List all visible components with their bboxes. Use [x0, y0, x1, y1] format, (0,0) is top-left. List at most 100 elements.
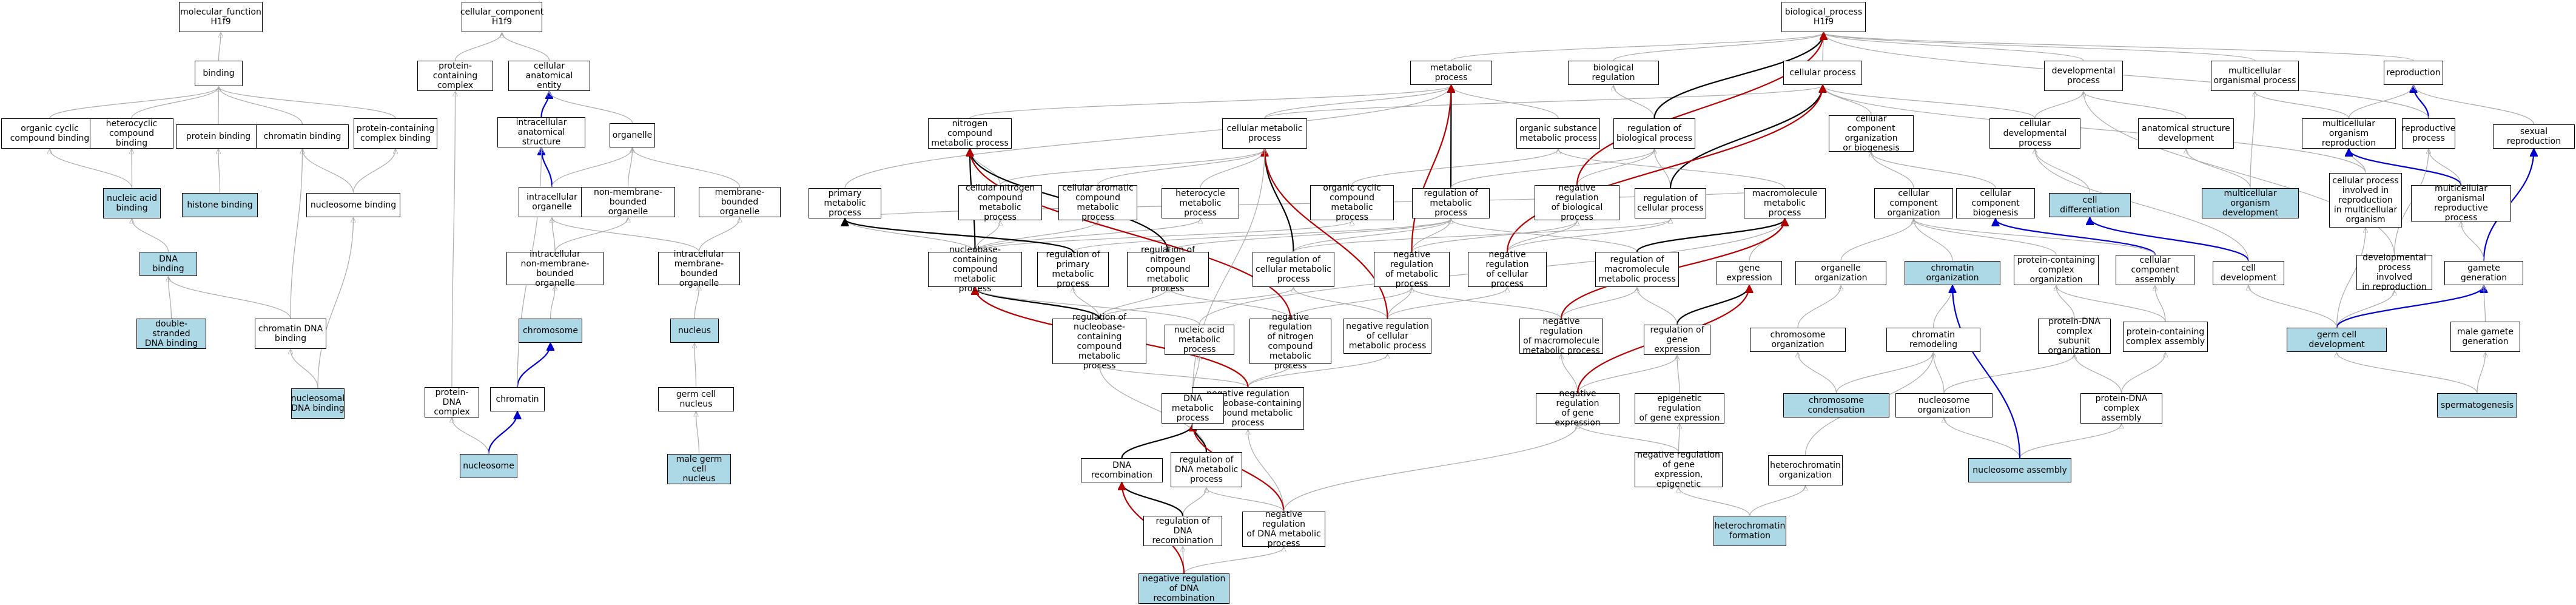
go-term-node-prot-bind[interactable]: protein binding: [176, 124, 261, 149]
go-term-node-chrom-cond[interactable]: chromosome condensation: [1783, 393, 1889, 417]
go-term-node-mc-org-repro[interactable]: multicellular organism reproduction: [2302, 118, 2396, 149]
go-term-node-reg-dna-met[interactable]: regulation of DNA metabolic process: [1171, 452, 1242, 487]
go-term-node-male-germ-nucleus[interactable]: male germ cell nucleus: [667, 454, 731, 484]
go-term-node-organelle[interactable]: organelle: [610, 123, 655, 147]
go-term-node-cc-assembly[interactable]: cellular component assembly: [2116, 255, 2194, 285]
go-term-node-neg-reg-dna-met[interactable]: negative regulation of DNA metabolic pro…: [1242, 510, 1325, 549]
go-term-node-reg-met[interactable]: regulation of metabolic process: [1412, 188, 1490, 218]
go-term-node-as-dev[interactable]: anatomical structure development: [2138, 118, 2234, 149]
go-term-node-pdna-subunit-org[interactable]: protein-DNA complex subunit organization: [2038, 317, 2111, 356]
go-term-node-cell-met[interactable]: cellular metabolic process: [1222, 118, 1307, 149]
go-term-node-pcc-org[interactable]: protein-containing complex organization: [2014, 255, 2099, 285]
go-term-node-neg-reg-gene-expr-epi[interactable]: negative regulation of gene expression, …: [1635, 450, 1723, 489]
go-term-node-reg-cell-proc[interactable]: regulation of cellular process: [1635, 188, 1706, 218]
go-term-node-nucleus[interactable]: nucleus: [670, 319, 719, 343]
go-term-node-pcc[interactable]: protein-containing complex: [417, 61, 493, 91]
go-term-node-reg-gene-expr[interactable]: regulation of gene expression: [1644, 325, 1710, 355]
go-term-node-binding[interactable]: binding: [195, 61, 243, 86]
go-term-node-pcc-bind[interactable]: protein-containing complex binding: [354, 118, 437, 149]
go-term-node-nucl-bind[interactable]: nucleosome binding: [306, 193, 400, 217]
go-term-node-cae[interactable]: cellular anatomical entity: [508, 61, 590, 91]
go-term-node-reg-bio[interactable]: regulation of biological process: [1613, 118, 1695, 149]
go-term-node-bio-reg[interactable]: biological regulation: [1568, 61, 1659, 85]
go-term-node-ccb[interactable]: cellular component biogenesis: [1956, 188, 2035, 218]
go-term-node-dev-proc[interactable]: developmental process: [2044, 61, 2123, 91]
go-term-node-neg-reg-bio[interactable]: negative regulation of biological proces…: [1535, 183, 1619, 222]
go-term-node-nucl-org[interactable]: nucleosome organization: [1895, 393, 1993, 417]
go-term-node-na-bind[interactable]: nucleic acid binding: [103, 188, 161, 218]
go-term-node-met-proc[interactable]: metabolic process: [1410, 61, 1492, 85]
go-term-node-reg-nbc-met[interactable]: regulation of nucleobase-containing comp…: [1052, 313, 1146, 371]
go-term-node-cco[interactable]: cellular component organization: [1874, 188, 1953, 218]
go-term-node-male-gamete-gen[interactable]: male gamete generation: [2450, 322, 2520, 352]
go-term-node-mf-root[interactable]: molecular_function H1f9: [179, 2, 263, 32]
go-term-node-neg-reg-nc-met[interactable]: negative regulation of nitrogen compound…: [1249, 313, 1331, 371]
go-term-node-reg-nc-met[interactable]: regulation of nitrogen compound metaboli…: [1127, 245, 1209, 294]
go-term-node-gene-expr[interactable]: gene expression: [1717, 261, 1782, 285]
go-term-node-neg-reg-gene-expr[interactable]: negative regulation of gene expression: [1536, 389, 1619, 428]
go-term-node-chrom-remod[interactable]: chromatin remodeling: [1886, 328, 1980, 352]
go-term-node-mc-org-proc[interactable]: multicellular organismal process: [2211, 61, 2299, 91]
go-term-node-nmb-org[interactable]: non-membrane-bounded organelle: [581, 187, 675, 217]
go-term-node-heterochrom-org[interactable]: heterochromatin organization: [1768, 455, 1843, 485]
go-term-node-cp-repro-mc[interactable]: cellular process involved in reproductio…: [2329, 173, 2402, 228]
go-term-node-neg-reg-cell-met[interactable]: negative regulation of cellular metaboli…: [1343, 319, 1431, 354]
go-term-node-gamete-gen[interactable]: gamete generation: [2444, 261, 2523, 285]
go-term-node-repro-proc[interactable]: reproductive process: [2402, 118, 2455, 149]
go-term-node-mc-org-repro-proc[interactable]: multicellular organismal reproductive pr…: [2411, 184, 2511, 223]
go-term-node-os-met[interactable]: organic substance metabolic process: [1516, 118, 1600, 149]
go-term-node-chromatin[interactable]: chromatin: [490, 387, 545, 411]
go-term-node-dev-repro[interactable]: developmental process involved in reprod…: [2356, 253, 2432, 292]
go-term-node-spermatogenesis[interactable]: spermatogenesis: [2437, 393, 2517, 417]
go-term-node-chromosome-org[interactable]: chromosome organization: [1750, 328, 1846, 352]
go-term-node-nc-met[interactable]: nitrogen compound metabolic process: [928, 118, 1012, 149]
go-term-node-macro-met[interactable]: macromolecule metabolic process: [1744, 188, 1826, 218]
go-term-node-cell-diff[interactable]: cell differentiation: [2049, 193, 2131, 217]
go-term-node-na-met[interactable]: nucleic acid metabolic process: [1165, 325, 1234, 355]
go-term-node-org-org[interactable]: organelle organization: [1795, 261, 1886, 285]
go-term-node-chrom-dna-bind[interactable]: chromatin DNA binding: [255, 319, 326, 349]
go-term-node-nucleosome[interactable]: nucleosome: [460, 454, 517, 478]
go-term-node-cell-proc[interactable]: cellular process: [1783, 61, 1862, 85]
go-term-node-epi-reg-gene-expr[interactable]: epigenetic regulation of gene expression: [1635, 393, 1724, 424]
go-term-node-org-cyc-bind[interactable]: organic cyclic compound binding: [1, 118, 98, 149]
go-term-node-chrom-bind[interactable]: chromatin binding: [256, 124, 349, 149]
go-term-node-cn-met[interactable]: cellular nitrogen compound metabolic pro…: [958, 183, 1042, 222]
go-term-node-pdna-assembly[interactable]: protein-DNA complex assembly: [2080, 393, 2162, 424]
go-term-node-oc-met[interactable]: organic cyclic compound metabolic proces…: [1310, 183, 1394, 222]
go-term-node-mb-org[interactable]: membrane-bounded organelle: [699, 187, 781, 217]
go-term-node-neg-reg-macro-met[interactable]: negative regulation of macromolecule met…: [1519, 317, 1603, 356]
go-term-node-ias[interactable]: intracellular anatomical structure: [497, 117, 585, 147]
go-term-node-mc-org-dev[interactable]: multicellular organism development: [2202, 188, 2299, 218]
go-term-node-prim-met[interactable]: primary metabolic process: [809, 188, 881, 218]
go-term-node-bp-root[interactable]: biological_process H1f9: [1781, 2, 1866, 32]
go-term-node-dna-bind[interactable]: DNA binding: [140, 252, 197, 276]
go-term-node-ccob[interactable]: cellular component organization or bioge…: [1829, 114, 1914, 153]
go-term-node-germ-nucleus[interactable]: germ cell nucleus: [658, 387, 734, 411]
go-term-node-ic-org[interactable]: intracellular organelle: [519, 187, 585, 217]
go-term-node-hist-bind[interactable]: histone binding: [182, 193, 258, 217]
go-term-node-dna-met[interactable]: DNA metabolic process: [1162, 393, 1224, 424]
go-term-node-chromosome[interactable]: chromosome: [519, 319, 582, 343]
go-term-node-sex-repro[interactable]: sexual reproduction: [2493, 124, 2575, 149]
go-term-node-cell-dev[interactable]: cell development: [2213, 261, 2284, 285]
go-term-node-prot-dna-cplx[interactable]: protein-DNA complex: [425, 387, 479, 417]
go-term-node-reg-macro-met[interactable]: regulation of macromolecule metabolic pr…: [1595, 252, 1679, 287]
go-term-node-germ-cell-dev[interactable]: germ cell development: [2287, 328, 2387, 352]
go-term-node-reproduction[interactable]: reproduction: [2384, 61, 2443, 85]
go-term-node-pcc-assembly[interactable]: protein-containing complex assembly: [2123, 322, 2208, 352]
go-term-node-nbc-met[interactable]: nucleobase-containing compound metabolic…: [928, 245, 1022, 294]
go-term-node-ic-mb-org[interactable]: intracellular membrane-bounded organelle: [658, 249, 740, 288]
go-term-node-neg-reg-met[interactable]: negative regulation of metabolic process: [1374, 250, 1450, 289]
go-term-node-neg-reg-cell-proc[interactable]: negative regulation of cellular process: [1468, 250, 1547, 289]
go-term-node-neg-reg-dna-recomb[interactable]: negative regulation of DNA recombination: [1138, 573, 1229, 604]
go-term-node-ds-dna-bind[interactable]: double-stranded DNA binding: [136, 319, 206, 349]
go-term-node-cc-root[interactable]: cellular_component H1f9: [460, 2, 543, 32]
go-term-node-reg-dna-recomb[interactable]: regulation of DNA recombination: [1143, 516, 1222, 546]
go-term-node-het-met[interactable]: heterocycle metabolic process: [1162, 188, 1239, 218]
go-term-node-chrom-org[interactable]: chromatin organization: [1905, 261, 2000, 285]
go-term-node-heterochrom-form[interactable]: heterochromatin formation: [1713, 516, 1786, 546]
go-term-node-nucl-assembly[interactable]: nucleosome assembly: [1968, 458, 2071, 482]
go-term-node-dna-recomb[interactable]: DNA recombination: [1081, 458, 1163, 482]
go-term-node-nucl-dna-bind[interactable]: nucleosomal DNA binding: [291, 388, 345, 419]
